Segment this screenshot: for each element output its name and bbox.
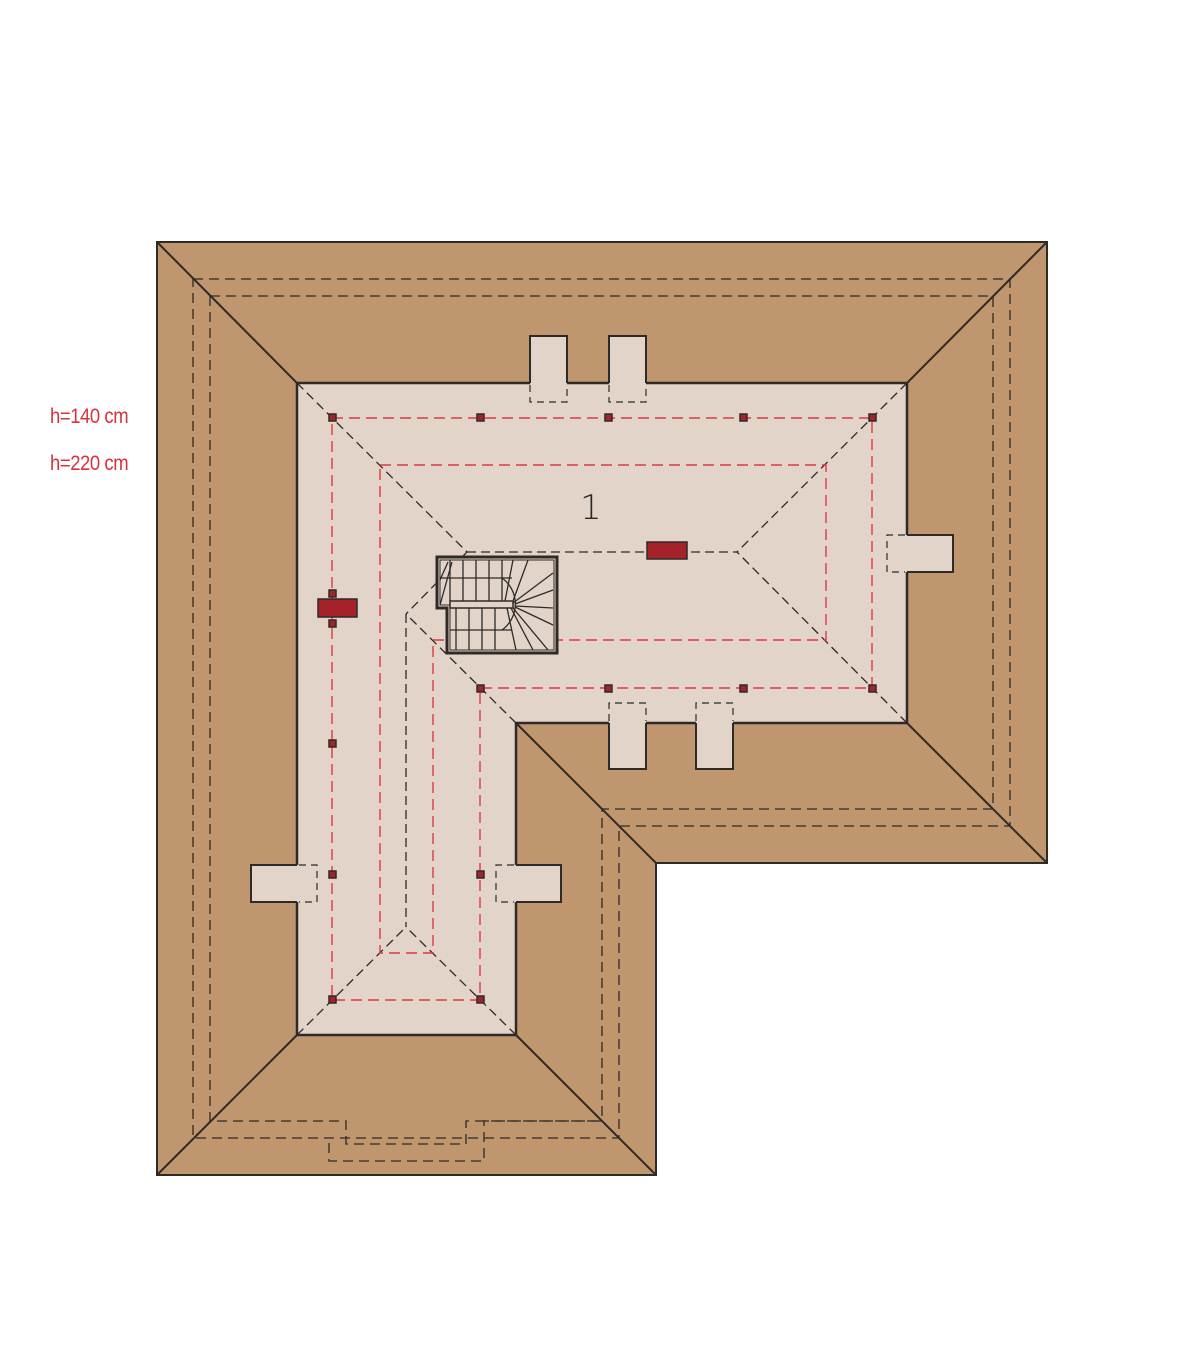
staircase: [435, 555, 559, 655]
dormer-bottom-2: [695, 702, 734, 770]
room-number-1: 1: [580, 488, 602, 528]
chimney-center: [646, 541, 688, 560]
roof-hip-lines: [156, 241, 1048, 1176]
dormer-top-1: [529, 335, 568, 403]
support-posts: [328, 413, 877, 1004]
dormer-bottom-1: [608, 702, 647, 770]
dormer-top-2: [608, 335, 647, 403]
legend-height-220: h=220 cm: [50, 452, 129, 475]
legend-height-140: h=140 cm: [50, 405, 129, 428]
ridge-lines: [296, 382, 908, 1036]
dormer-wing-right: [495, 864, 562, 903]
chimney-left: [317, 598, 358, 618]
height-line-220: [379, 464, 827, 954]
dormer-right: [886, 534, 954, 573]
dormer-left: [250, 864, 318, 903]
